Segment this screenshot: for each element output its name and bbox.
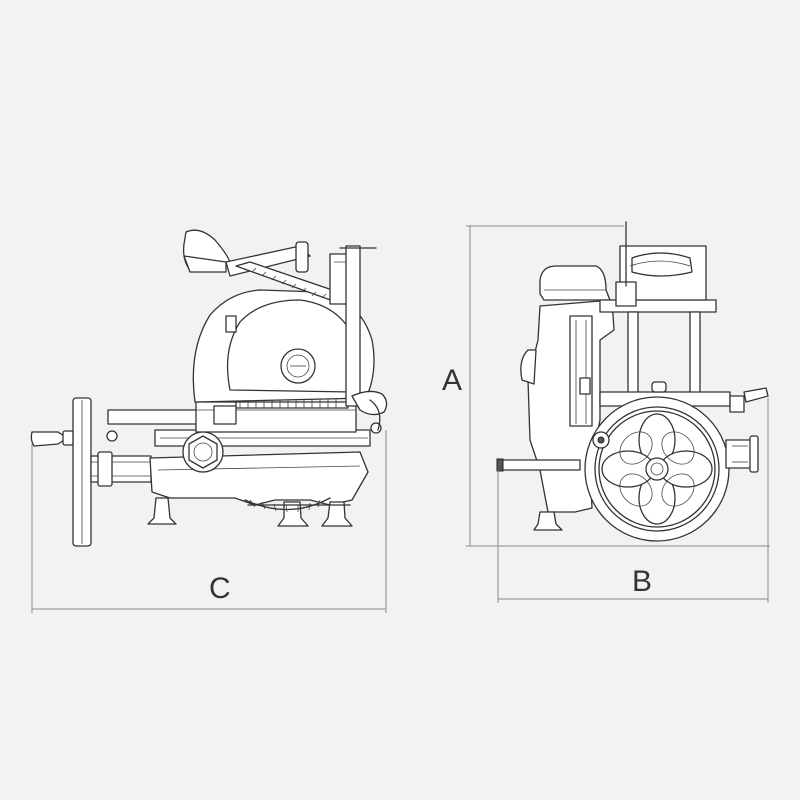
dimension-c-label: C bbox=[209, 572, 231, 605]
dimension-a-label: A bbox=[442, 364, 463, 397]
front-view-wheel bbox=[584, 396, 759, 542]
side-view-carriage bbox=[106, 397, 382, 473]
side-view-handwheel bbox=[30, 397, 152, 547]
front-view-body bbox=[496, 265, 615, 531]
side-view bbox=[30, 229, 388, 547]
dimension-lines bbox=[31, 225, 770, 613]
side-view-pusher bbox=[182, 229, 388, 431]
front-view bbox=[496, 221, 769, 542]
side-view-blade bbox=[192, 289, 375, 403]
side-view-base bbox=[147, 451, 369, 527]
front-view-carriage bbox=[599, 221, 769, 413]
dimension-b-label: B bbox=[632, 565, 653, 598]
